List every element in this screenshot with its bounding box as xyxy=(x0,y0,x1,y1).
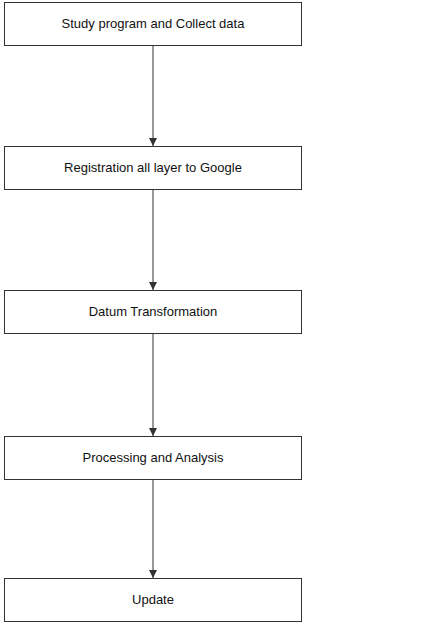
flow-arrow xyxy=(153,480,154,578)
process-box: Update xyxy=(4,578,302,622)
flow-arrow xyxy=(153,46,154,146)
process-box: Datum Transformation xyxy=(4,290,302,334)
box-label: Registration all layer to Google xyxy=(64,160,242,176)
box-label: Update xyxy=(132,592,174,608)
box-label: Study program and Collect data xyxy=(62,16,245,32)
box-label: Datum Transformation xyxy=(89,304,218,320)
process-box: Study program and Collect data xyxy=(4,2,302,46)
flow-arrow xyxy=(153,190,154,290)
flow-arrow xyxy=(153,334,154,436)
box-label: Processing and Analysis xyxy=(83,450,224,466)
process-box: Processing and Analysis xyxy=(4,436,302,480)
process-box: Registration all layer to Google xyxy=(4,146,302,190)
